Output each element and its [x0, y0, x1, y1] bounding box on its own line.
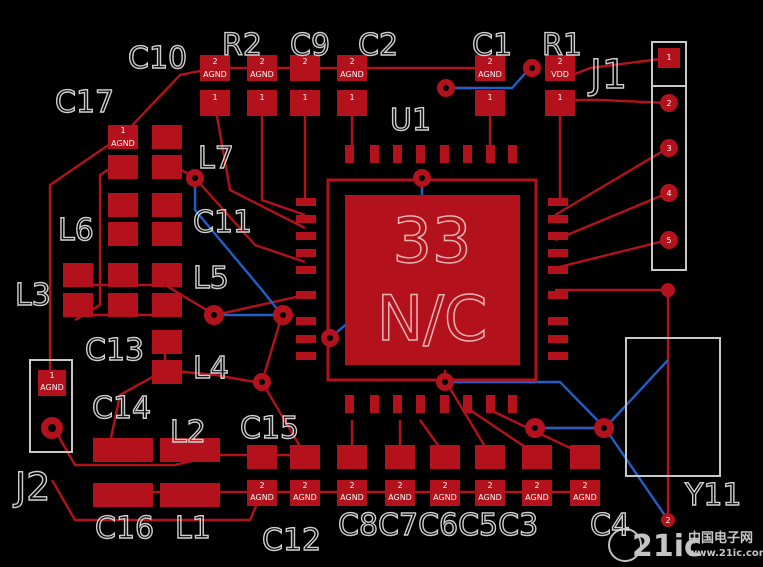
label-j1: J1	[587, 52, 627, 98]
ref-designators: C10 R2 C9 C2 C1 R1 J1 U1 C17 L7 C11 L6 L…	[12, 27, 742, 558]
label-l5: L5	[193, 261, 229, 296]
label-c15: C15	[240, 411, 299, 446]
label-c17: C17	[55, 85, 114, 120]
bottom-row-nets: AGND AGND AGND AGND AGND AGND AGND AGND …	[250, 481, 597, 502]
svg-text:1: 1	[302, 93, 307, 102]
c9-part: 2 1	[290, 55, 320, 116]
label-c9: C9	[290, 28, 330, 63]
svg-text:1: 1	[666, 53, 671, 62]
svg-text:AGND: AGND	[388, 493, 412, 502]
svg-text:1: 1	[349, 93, 354, 102]
c1-part: AGND 2 1	[475, 55, 505, 116]
label-y11: Y11	[684, 478, 742, 513]
label-c12: C12	[262, 523, 321, 558]
r1-part: VDD 2 1	[545, 55, 575, 116]
21ic-logo-icon	[608, 528, 642, 562]
c10-part: AGND 2 1	[200, 55, 230, 116]
label-c8-c3: C8C7C6C5C3	[338, 508, 538, 543]
j1-connector[interactable]: 1 2 3 4 5	[651, 41, 687, 271]
r2-part: AGND 2 1	[247, 55, 277, 116]
vias	[186, 59, 614, 438]
label-c11: C11	[193, 205, 252, 240]
svg-text:AGND: AGND	[525, 493, 549, 502]
svg-text:1: 1	[212, 93, 217, 102]
svg-text:AGND: AGND	[250, 493, 274, 502]
svg-text:AGND: AGND	[573, 493, 597, 502]
smd-left-cluster	[63, 125, 182, 384]
svg-text:2: 2	[442, 481, 447, 490]
label-l4: L4	[193, 351, 229, 386]
label-l6: L6	[58, 213, 94, 248]
svg-text:1: 1	[259, 93, 264, 102]
svg-text:2: 2	[534, 481, 539, 490]
svg-text:AGND: AGND	[478, 493, 502, 502]
label-l2: L2	[170, 415, 206, 450]
c2-part: AGND 2 1	[337, 55, 367, 116]
svg-text:AGND: AGND	[293, 493, 317, 502]
svg-text:4: 4	[666, 189, 671, 198]
svg-text:2: 2	[666, 99, 671, 108]
watermark: 21ic 中国电子网 www.21ic.com	[608, 528, 763, 564]
c17-pad-net: AGND	[111, 139, 135, 148]
label-c10: C10	[128, 41, 187, 76]
svg-text:1: 1	[120, 126, 125, 135]
c10-pad-net: AGND	[203, 70, 227, 79]
svg-text:2: 2	[302, 481, 307, 490]
label-l3: L3	[15, 278, 51, 313]
label-c16: C16	[95, 511, 154, 546]
svg-text:2: 2	[487, 481, 492, 490]
label-c14: C14	[92, 391, 151, 426]
r2-pad-net: AGND	[250, 70, 274, 79]
c2-pad-net: AGND	[340, 70, 364, 79]
y11-crystal[interactable]: 2	[625, 283, 721, 527]
svg-text:2: 2	[349, 57, 354, 66]
j2-connector[interactable]: AGND 1	[29, 359, 73, 453]
svg-text:1: 1	[49, 371, 54, 380]
svg-text:2: 2	[212, 57, 217, 66]
label-l1: L1	[175, 511, 211, 546]
smd-top-row: AGND 2 1 AGND 2 1 2 1 AGND 2 1 AGND	[200, 55, 575, 116]
svg-text:2: 2	[259, 57, 264, 66]
label-j2: J2	[13, 465, 50, 509]
label-r1: R1	[542, 28, 582, 63]
smd-bottom-row	[93, 438, 600, 507]
c1-pad-net: AGND	[478, 70, 502, 79]
label-c13: C13	[85, 333, 144, 368]
svg-text:2: 2	[557, 57, 562, 66]
watermark-brand: 21ic	[632, 529, 702, 564]
j2-pad-net: AGND	[40, 383, 64, 392]
watermark-url: www.21ic.com	[688, 548, 763, 559]
svg-text:2: 2	[349, 481, 354, 490]
label-l7: L7	[198, 141, 234, 176]
svg-text:AGND: AGND	[340, 493, 364, 502]
chip-label-line1: 33	[393, 204, 472, 277]
svg-text:2: 2	[259, 481, 264, 490]
svg-text:2: 2	[302, 57, 307, 66]
svg-text:1: 1	[557, 93, 562, 102]
r1-pad-net: VDD	[551, 70, 569, 79]
chip-label-line2: N/C	[377, 282, 488, 355]
svg-text:2: 2	[397, 481, 402, 490]
svg-text:1: 1	[487, 93, 492, 102]
u1-chip[interactable]: 33 N/C	[326, 178, 538, 382]
svg-text:2: 2	[582, 481, 587, 490]
svg-text:2: 2	[665, 516, 670, 525]
label-u1: U1	[390, 103, 431, 138]
svg-text:2: 2	[487, 57, 492, 66]
label-r2: R2	[222, 28, 262, 63]
svg-text:3: 3	[666, 144, 671, 153]
svg-text:AGND: AGND	[433, 493, 457, 502]
watermark-cn: 中国电子网	[688, 530, 753, 546]
u1-pads	[296, 145, 568, 413]
label-c1: C1	[472, 28, 512, 63]
label-c2: C2	[358, 28, 398, 63]
svg-text:5: 5	[666, 236, 671, 245]
